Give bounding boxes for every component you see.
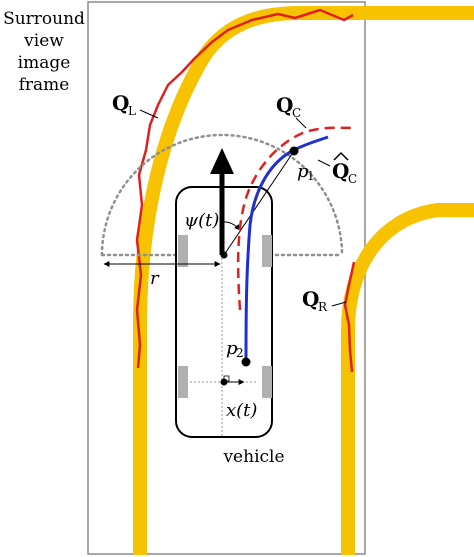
vehicle-label: vehicle	[222, 447, 284, 467]
image-frame	[87, 1, 366, 555]
p2-label: p	[226, 338, 238, 359]
frame-label-line2: view	[23, 31, 64, 51]
q-hat-leader	[317, 159, 331, 167]
wheel-rear-right	[262, 366, 272, 398]
q-hat-label: Q	[332, 159, 349, 183]
q-left-leader	[139, 109, 159, 119]
q-hat-caret	[333, 151, 349, 161]
q-right-leader	[331, 301, 347, 307]
wheel-front-left	[178, 235, 188, 267]
radius-label: r	[150, 268, 160, 289]
q-left-sub: L	[128, 104, 136, 118]
vehicle-center-front	[220, 251, 228, 259]
right-lane-detection	[343, 261, 356, 373]
q-center-leader	[295, 117, 307, 129]
offset-label: x(t)	[226, 400, 257, 421]
psi-label: ψ(t)	[184, 210, 219, 231]
frame-label-line4: frame	[19, 75, 70, 95]
heading-to-p1-line	[223, 150, 295, 256]
q-left-label: Q	[112, 91, 129, 115]
p2-sub: 2	[236, 346, 244, 360]
psi-angle-arc	[221, 221, 241, 231]
q-right-sub: R	[318, 300, 328, 314]
predicted-path	[244, 135, 329, 363]
center-lane-dashed	[236, 126, 357, 311]
point-p2	[241, 357, 251, 367]
wheel-front-right	[262, 235, 272, 267]
point-p1	[289, 146, 299, 156]
right-lane-band	[341, 203, 474, 555]
q-right-label: Q	[302, 287, 319, 311]
heading-arrow-head	[210, 148, 234, 174]
q-center-sub: C	[292, 106, 301, 120]
p1-sub: 1	[307, 169, 315, 183]
frame-label-line1: Surround	[3, 9, 85, 29]
frame-label-line3: image	[18, 53, 71, 73]
offset-right-angle	[223, 375, 230, 382]
p1-label: p	[297, 161, 309, 182]
wheel-rear-left	[178, 366, 188, 398]
vehicle-center-rear	[220, 378, 228, 386]
q-hat-sub: C	[348, 172, 357, 186]
radius-semicircle	[100, 133, 344, 257]
q-center-label: Q	[276, 93, 293, 117]
